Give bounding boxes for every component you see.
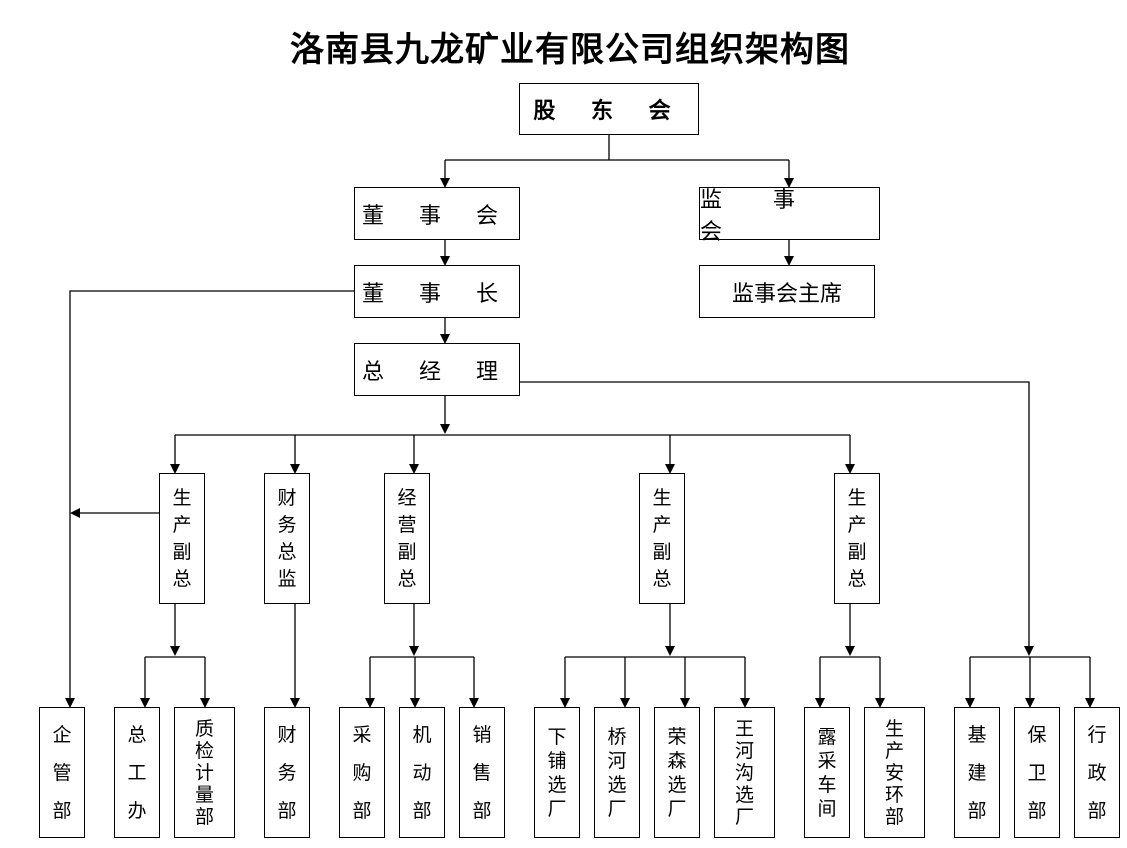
node-finance-label: 财 务 部 xyxy=(277,723,297,822)
node-construction: 基 建 部 xyxy=(954,707,1000,838)
node-general-manager: 总 经 理 xyxy=(354,343,520,396)
node-rongsen-plant-label: 荣 森 选 厂 xyxy=(667,725,687,820)
page-title: 洛南县九龙矿业有限公司组织架构图 xyxy=(290,30,850,70)
node-qc-metrology: 质 检 计 量 部 xyxy=(174,707,235,838)
node-shareholders: 股 东 会 xyxy=(519,83,699,135)
node-enterprise-mgmt: 企 管 部 xyxy=(39,707,85,838)
node-chief-engineer-office-label: 总 工 办 xyxy=(127,723,147,822)
node-procurement-label: 采 购 部 xyxy=(352,723,372,822)
node-board: 董 事 会 xyxy=(354,187,520,240)
node-rongsen-plant: 荣 森 选 厂 xyxy=(654,707,700,838)
node-vp-operations: 经 营 副 总 xyxy=(384,473,430,604)
node-sales: 销 售 部 xyxy=(459,707,505,838)
node-construction-label: 基 建 部 xyxy=(967,723,987,822)
node-security-label: 保 卫 部 xyxy=(1027,723,1047,822)
node-qiaohe-plant-label: 桥 河 选 厂 xyxy=(607,725,627,820)
node-vp-production-2-label: 生 产 副 总 xyxy=(652,486,672,590)
node-security: 保 卫 部 xyxy=(1014,707,1060,838)
node-chief-engineer-office: 总 工 办 xyxy=(114,707,160,838)
node-mechanical: 机 动 部 xyxy=(399,707,445,838)
node-openpit-workshop: 露 采 车 间 xyxy=(804,707,850,838)
node-wanghegou-plant: 王 河 沟 选 厂 xyxy=(714,707,775,838)
node-enterprise-mgmt-label: 企 管 部 xyxy=(52,723,72,822)
node-wanghegou-plant-label: 王 河 沟 选 厂 xyxy=(734,717,754,828)
node-openpit-workshop-label: 露 采 车 间 xyxy=(817,725,837,820)
node-vp-production-3: 生 产 副 总 xyxy=(834,473,880,604)
node-xiapu-plant-label: 下 铺 选 厂 xyxy=(547,725,567,820)
node-admin: 行 政 部 xyxy=(1074,707,1120,838)
node-safety-env-label: 生 产 安 环 部 xyxy=(884,717,904,828)
node-xiapu-plant: 下 铺 选 厂 xyxy=(534,707,580,838)
node-vp-production-2: 生 产 副 总 xyxy=(639,473,685,604)
node-sales-label: 销 售 部 xyxy=(472,723,492,822)
edge-gm-admin-group xyxy=(519,381,1034,656)
node-vp-production-3-label: 生 产 副 总 xyxy=(847,486,867,590)
node-chairman: 董 事 长 xyxy=(354,265,520,318)
node-procurement: 采 购 部 xyxy=(339,707,385,838)
node-qc-metrology-label: 质 检 计 量 部 xyxy=(194,717,214,828)
node-cfo-label: 财 务 总 监 xyxy=(277,486,297,590)
edge-chairman-enterprise xyxy=(65,290,355,708)
node-mechanical-label: 机 动 部 xyxy=(412,723,432,822)
node-qiaohe-plant: 桥 河 选 厂 xyxy=(594,707,640,838)
node-vp-production-1: 生 产 副 总 xyxy=(159,473,205,604)
node-finance: 财 务 部 xyxy=(264,707,310,838)
node-supervisors: 监 事 会 xyxy=(699,187,880,245)
node-supervisor-chair: 监事会主席 xyxy=(699,265,875,318)
node-safety-env: 生 产 安 环 部 xyxy=(864,707,925,838)
node-admin-label: 行 政 部 xyxy=(1087,723,1107,822)
node-vp-operations-label: 经 营 副 总 xyxy=(397,486,417,590)
node-cfo: 财 务 总 监 xyxy=(264,473,310,604)
node-vp-production-1-label: 生 产 副 总 xyxy=(172,486,192,590)
